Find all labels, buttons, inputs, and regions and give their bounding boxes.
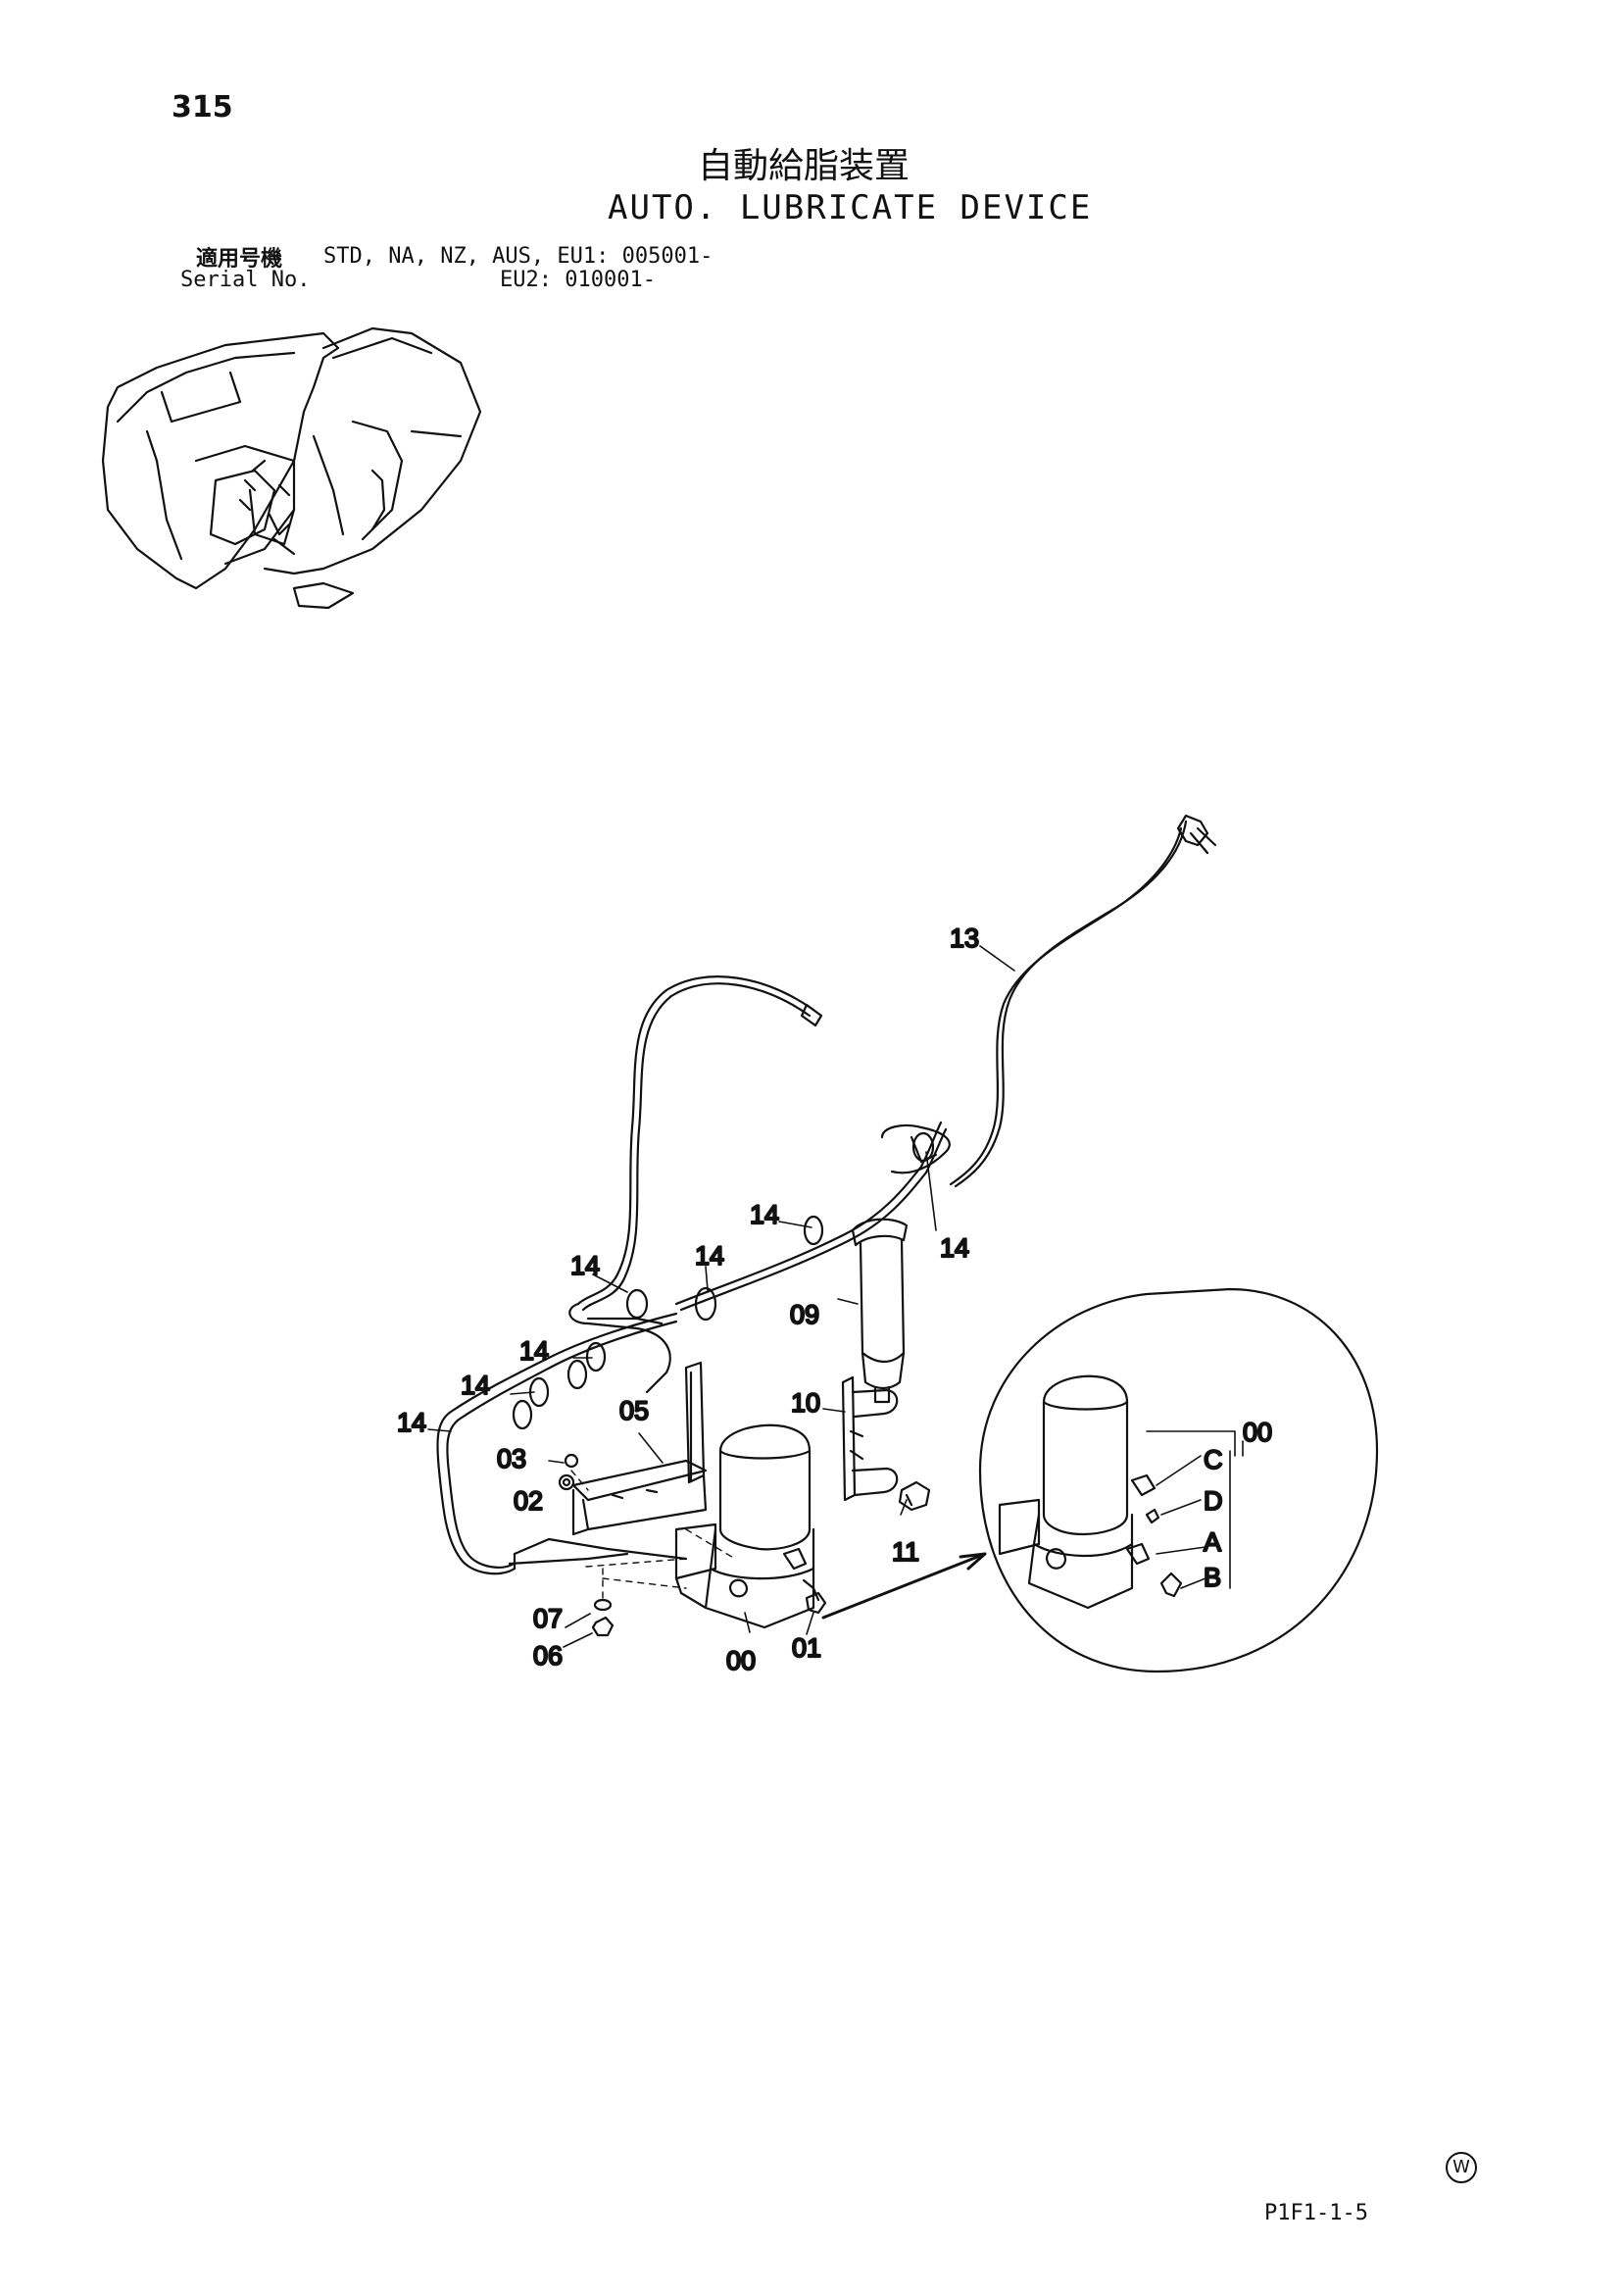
applicable-models-label: 適用号機: [196, 247, 283, 272]
callout-06: 06: [533, 1641, 563, 1671]
washer-02: [558, 1473, 575, 1491]
callout-14c: 14: [570, 1251, 600, 1280]
callout-01: 01: [792, 1633, 821, 1663]
callout-10: 10: [791, 1388, 820, 1418]
leader-lines: [427, 945, 1244, 1648]
page-code: P1F1-1-5: [1264, 2201, 1368, 2225]
callout-02: 02: [514, 1486, 543, 1516]
grease-hose: [568, 975, 823, 1394]
callout-00: 00: [726, 1646, 756, 1675]
callout-03: 03: [497, 1444, 526, 1473]
callout-14a: 14: [750, 1200, 779, 1229]
callout-05: 05: [619, 1396, 649, 1425]
callout-14g: 14: [940, 1233, 969, 1263]
serial-number-label: Serial No.: [180, 268, 311, 292]
mounting-lines: [570, 1470, 736, 1604]
callout-14b: 14: [695, 1241, 724, 1271]
bracket-10: [841, 1375, 899, 1502]
lubrication-pump-00: [674, 1423, 820, 1629]
serial-range-1: STD, NA, NZ, AUS, EU1: 005001-: [323, 244, 714, 269]
page-title-en: AUTO. LUBRICATE DEVICE: [608, 188, 1093, 227]
detail-callout-B: B: [1204, 1563, 1221, 1592]
detail-leader: [821, 1552, 987, 1620]
callout-11: 11: [892, 1537, 919, 1567]
detail-callout-A: A: [1204, 1527, 1221, 1557]
detail-leader-arrow: [959, 1552, 987, 1571]
callout-14e: 14: [461, 1371, 490, 1400]
nut-03: [564, 1453, 579, 1469]
detail-callout-D: D: [1204, 1486, 1223, 1516]
page-number: 315: [172, 90, 233, 125]
serial-range-2: EU2: 010001-: [500, 268, 656, 292]
grease-cartridge-09: [851, 1218, 909, 1404]
harness-left: [436, 1312, 688, 1575]
detail-callout-00: 00: [1243, 1418, 1272, 1447]
bolt-11: [898, 1480, 931, 1512]
bolt-01: [805, 1591, 827, 1615]
callout-14d: 14: [519, 1336, 549, 1366]
callout-13: 13: [950, 923, 979, 953]
washer-07: [593, 1598, 613, 1612]
maker-mark: W: [1446, 2152, 1477, 2183]
page-title-jp: 自動給脂装置: [698, 146, 910, 186]
detail-callout-C: C: [1204, 1445, 1223, 1474]
callout-14f: 14: [397, 1408, 426, 1437]
callout-07: 07: [533, 1604, 563, 1633]
clamps-14: [512, 1131, 935, 1430]
excavator-location-thumbnail: [101, 326, 482, 610]
bolt-06: [591, 1616, 615, 1637]
bracket-05: [571, 1361, 708, 1536]
harness-13: [949, 814, 1217, 1188]
callout-09: 09: [790, 1300, 819, 1329]
detail-view: [978, 1287, 1379, 1673]
